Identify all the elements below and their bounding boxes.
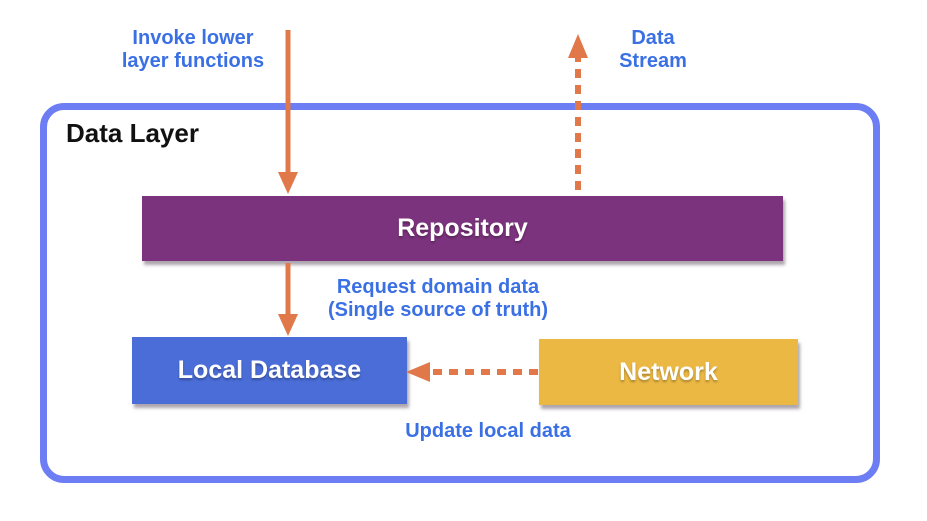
- node-local-database: Local Database: [132, 337, 407, 404]
- node-network: Network: [539, 339, 798, 405]
- update-arrow-label: Update local data: [405, 420, 571, 442]
- node-repository: Repository: [142, 196, 783, 261]
- data-layer-frame: [40, 103, 880, 483]
- node-repository-label: Repository: [397, 214, 528, 242]
- data-stream-arrow-label: Data Stream: [619, 27, 687, 72]
- diagram-title: Data Layer: [66, 118, 199, 148]
- invoke-arrow-label: Invoke lower layer functions: [121, 27, 265, 72]
- node-network-label: Network: [619, 357, 718, 386]
- node-local-database-label: Local Database: [177, 356, 362, 384]
- request-arrow-label: Request domain data (Single source of tr…: [328, 276, 548, 321]
